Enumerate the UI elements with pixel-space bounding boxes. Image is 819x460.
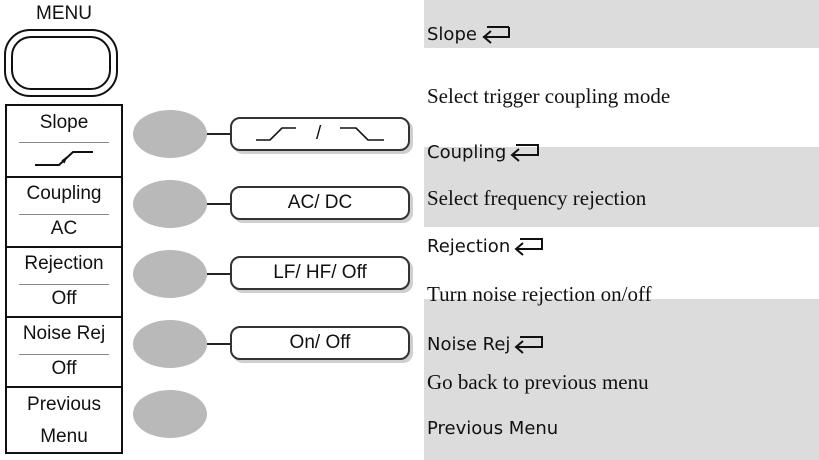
return-arrow-icon: [514, 238, 544, 256]
menu-key-label: MENU: [36, 3, 92, 24]
soft-menu-slope[interactable]: Slope: [7, 106, 121, 176]
soft-key-1[interactable]: [133, 110, 207, 158]
soft-menu-previous[interactable]: Previous Menu: [7, 386, 121, 452]
connector-2: [207, 203, 231, 205]
previous-menu-heading: Previous Menu: [427, 418, 559, 439]
soft-key-5[interactable]: [133, 390, 207, 438]
rising-edge-icon: [256, 127, 296, 141]
rejection-description: Select frequency rejection: [427, 186, 647, 210]
rejection-divider: [19, 284, 109, 285]
noise-rej-divider: [19, 354, 109, 355]
rising-edge-icon: [35, 151, 93, 166]
rejection-heading-text: Rejection: [427, 236, 511, 257]
coupling-title: Coupling: [26, 183, 102, 204]
noise-rej-heading-text: Noise Rej: [427, 334, 511, 355]
soft-menu-noise-rej[interactable]: Noise Rej Off: [7, 316, 121, 386]
menu-key-inner: [11, 36, 111, 90]
menu-key[interactable]: [4, 29, 118, 97]
soft-menu-coupling[interactable]: Coupling AC: [7, 176, 121, 246]
rejection-heading: Rejection: [427, 236, 546, 258]
coupling-value: AC: [50, 218, 78, 239]
coupling-divider: [19, 214, 109, 215]
slope-heading: Slope: [427, 24, 513, 46]
connector-1: [207, 133, 231, 135]
coupling-options-box: AC/ DC: [230, 186, 410, 220]
coupling-heading: Coupling: [427, 142, 542, 164]
slope-title: Slope: [39, 112, 89, 133]
band-slope: [424, 0, 819, 48]
return-arrow-icon: [510, 144, 540, 162]
soft-menu: Slope Coupling AC Rejection Off Noise Re…: [5, 104, 123, 454]
return-arrow-icon: [482, 26, 510, 44]
rejection-title: Rejection: [24, 253, 104, 274]
noise-rej-title: Noise Rej: [22, 323, 106, 344]
rejection-value: Off: [51, 288, 77, 309]
soft-key-4[interactable]: [133, 320, 207, 368]
soft-menu-rejection[interactable]: Rejection Off: [7, 246, 121, 316]
noise-rej-options-box: On/ Off: [230, 326, 410, 360]
return-arrow-icon: [514, 336, 544, 354]
previous-description: Go back to previous menu: [427, 370, 649, 394]
soft-key-2[interactable]: [133, 180, 207, 228]
slope-options-sep: /: [316, 123, 322, 144]
falling-edge-icon: [340, 127, 384, 141]
noise-rej-heading: Noise Rej: [427, 334, 546, 356]
connector-4: [207, 343, 231, 345]
coupling-heading-text: Coupling: [427, 142, 507, 163]
slope-heading-text: Slope: [427, 24, 477, 45]
connector-3: [207, 273, 231, 275]
rejection-options-box: LF/ HF/ Off: [230, 256, 410, 290]
previous-line2: Menu: [40, 426, 88, 447]
soft-key-3[interactable]: [133, 250, 207, 298]
slope-divider: [19, 142, 109, 143]
previous-line1: Previous: [27, 394, 101, 415]
slope-options-box: /: [230, 117, 410, 151]
band-previous: [424, 299, 819, 460]
band-rejection: [424, 147, 819, 227]
noise-description: Turn noise rejection on/off: [427, 282, 652, 306]
noise-rej-value: Off: [51, 358, 77, 379]
coupling-description: Select trigger coupling mode: [427, 84, 671, 108]
